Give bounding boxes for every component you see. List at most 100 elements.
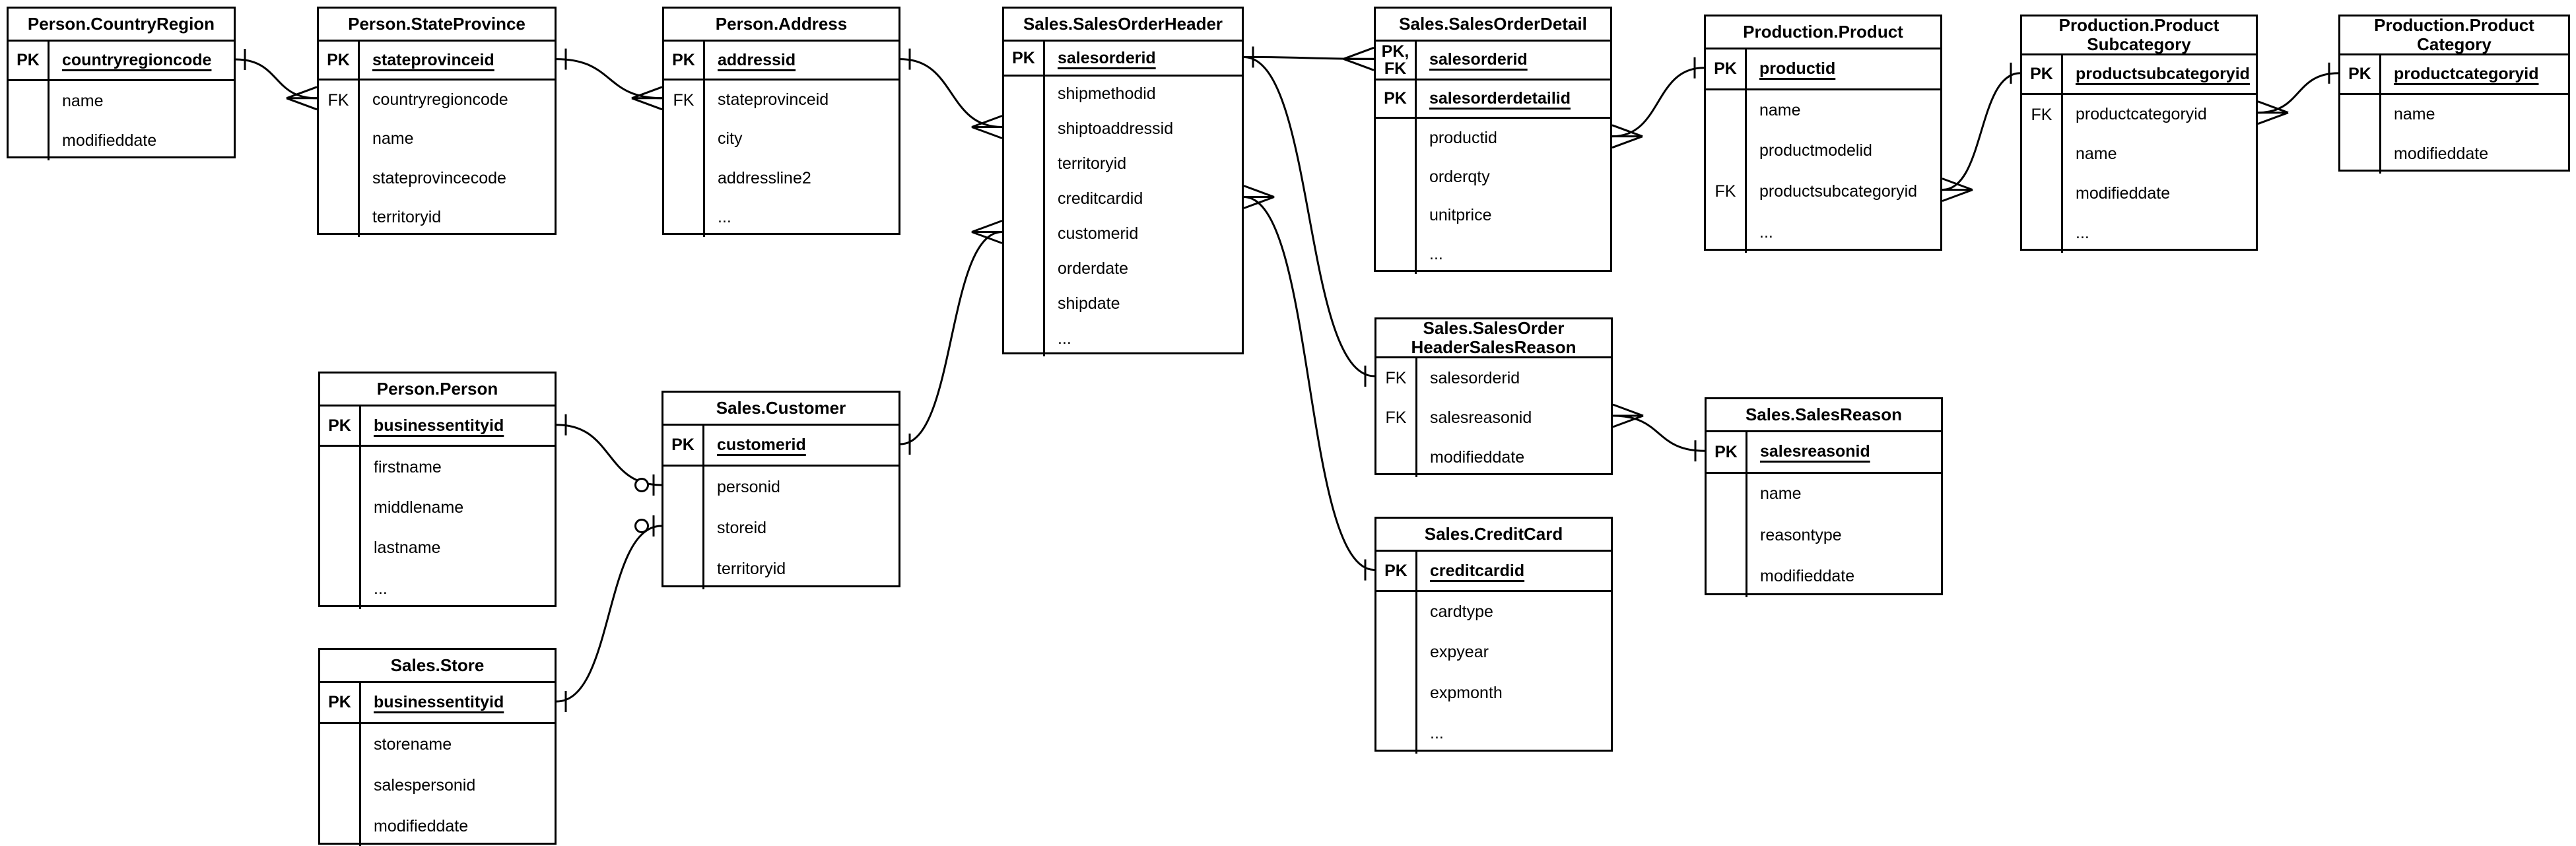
key-badge xyxy=(320,487,361,529)
key-badge xyxy=(664,158,705,198)
table-title-line: Person.CountryRegion xyxy=(27,13,215,34)
table-row-shipmethodid: shipmethodid xyxy=(1004,77,1242,112)
relationship-line[interactable] xyxy=(1243,196,1375,571)
column-name: stateprovinceid xyxy=(372,50,494,69)
key-badge xyxy=(1376,672,1417,713)
table-row-modifieddate: modifieddate xyxy=(9,121,234,160)
many-marker xyxy=(1611,124,1643,149)
relationship-line[interactable] xyxy=(900,231,1003,445)
relationship-person-customer[interactable] xyxy=(556,414,662,496)
relationship-countryregion-stateprovince[interactable] xyxy=(235,49,318,111)
table-row-shipdate: shipdate xyxy=(1004,286,1242,321)
relationship-productsubcategory-productcategory[interactable] xyxy=(2257,62,2339,125)
table-row-name: name xyxy=(1707,473,1941,515)
relationship-line[interactable] xyxy=(1612,414,1705,452)
table-title-line: Sales.CreditCard xyxy=(1424,523,1563,544)
table-row-productmodelid: productmodelid xyxy=(1706,131,1940,172)
relationship-line[interactable] xyxy=(556,525,662,703)
column-name: productmodelid xyxy=(1759,141,1872,160)
table-title: Sales.CreditCard xyxy=(1376,519,1611,552)
column-name: reasontype xyxy=(1760,525,1842,544)
column-name: salesorderid xyxy=(1058,48,1156,67)
column-name: ... xyxy=(2076,223,2089,242)
key-badge xyxy=(1376,713,1417,754)
key-badge xyxy=(2022,213,2063,253)
table-row-modifieddate: modifieddate xyxy=(2340,134,2568,174)
key-badge xyxy=(9,81,50,121)
key-badge xyxy=(664,119,705,159)
key-badge-line: FK xyxy=(2031,105,2052,124)
key-badge-line: PK xyxy=(17,51,40,70)
table-row-name: name xyxy=(2340,94,2568,135)
key-badge xyxy=(1004,251,1045,286)
key-badge xyxy=(1376,632,1417,673)
key-badge: PK,FK xyxy=(1376,42,1417,79)
table-title-line: Person.StateProvince xyxy=(348,13,525,34)
key-badge xyxy=(1707,515,1747,556)
table-row-customerid: customerid xyxy=(1004,216,1242,251)
key-badge: FK xyxy=(1376,398,1417,438)
column-name: name xyxy=(62,91,104,110)
relationship-salesorderheader-creditcard[interactable] xyxy=(1243,185,1375,581)
relationship-salesorderdetail-product[interactable] xyxy=(1611,57,1705,149)
relationship-salesorderheadersalesreason-salesreason[interactable] xyxy=(1612,403,1705,462)
relationship-line[interactable] xyxy=(235,58,318,100)
column-name: orderdate xyxy=(1058,259,1129,278)
relationship-line[interactable] xyxy=(556,424,662,486)
column-name: shipdate xyxy=(1058,294,1120,313)
table-row-: ... xyxy=(1376,713,1611,754)
key-badge xyxy=(320,765,361,806)
key-badge xyxy=(9,121,50,160)
relationship-line[interactable] xyxy=(556,58,663,100)
table-row-countryregioncode: PK countryregioncode xyxy=(9,42,234,81)
key-badge xyxy=(1707,556,1747,597)
table-row-expmonth: expmonth xyxy=(1376,672,1611,713)
column-name: ... xyxy=(1430,723,1444,742)
relationship-product-productsubcategory[interactable] xyxy=(1942,62,2021,203)
relationship-address-salesorderheader[interactable] xyxy=(900,48,1003,139)
relationship-line[interactable] xyxy=(1243,56,1375,377)
table-title-line: Person.Address xyxy=(715,13,848,34)
key-badge-line: FK xyxy=(327,90,349,110)
table-row-modifieddate: modifieddate xyxy=(320,806,555,846)
relationship-stateprovince-address[interactable] xyxy=(556,48,663,111)
key-badge xyxy=(1004,77,1045,112)
key-badge-line: PK xyxy=(2348,65,2371,84)
relationship-salesorderheader-salesorderheadersalesreason[interactable] xyxy=(1243,46,1375,387)
table-title: Sales.SalesOrderDetail xyxy=(1376,9,1610,42)
relationship-store-customer[interactable] xyxy=(556,515,662,712)
column-name: ... xyxy=(1759,222,1773,242)
relationship-line[interactable] xyxy=(900,58,1003,128)
table-row-productid: productid xyxy=(1376,119,1610,158)
key-badge xyxy=(319,158,360,198)
key-badge-line: PK xyxy=(1714,59,1737,79)
relationship-line[interactable] xyxy=(1942,72,2021,191)
column-name: productcategoryid xyxy=(2076,105,2207,124)
table-row-: ... xyxy=(1706,212,1940,253)
key-badge-line: PK xyxy=(1012,48,1035,67)
relationship-customer-salesorderheader[interactable] xyxy=(900,220,1003,455)
relationship-line[interactable] xyxy=(1611,67,1705,138)
key-badge-line: PK xyxy=(2030,65,2053,84)
column-name: unitprice xyxy=(1429,206,1492,225)
relationship-line[interactable] xyxy=(2257,72,2339,114)
column-name: countryregioncode xyxy=(62,51,212,69)
